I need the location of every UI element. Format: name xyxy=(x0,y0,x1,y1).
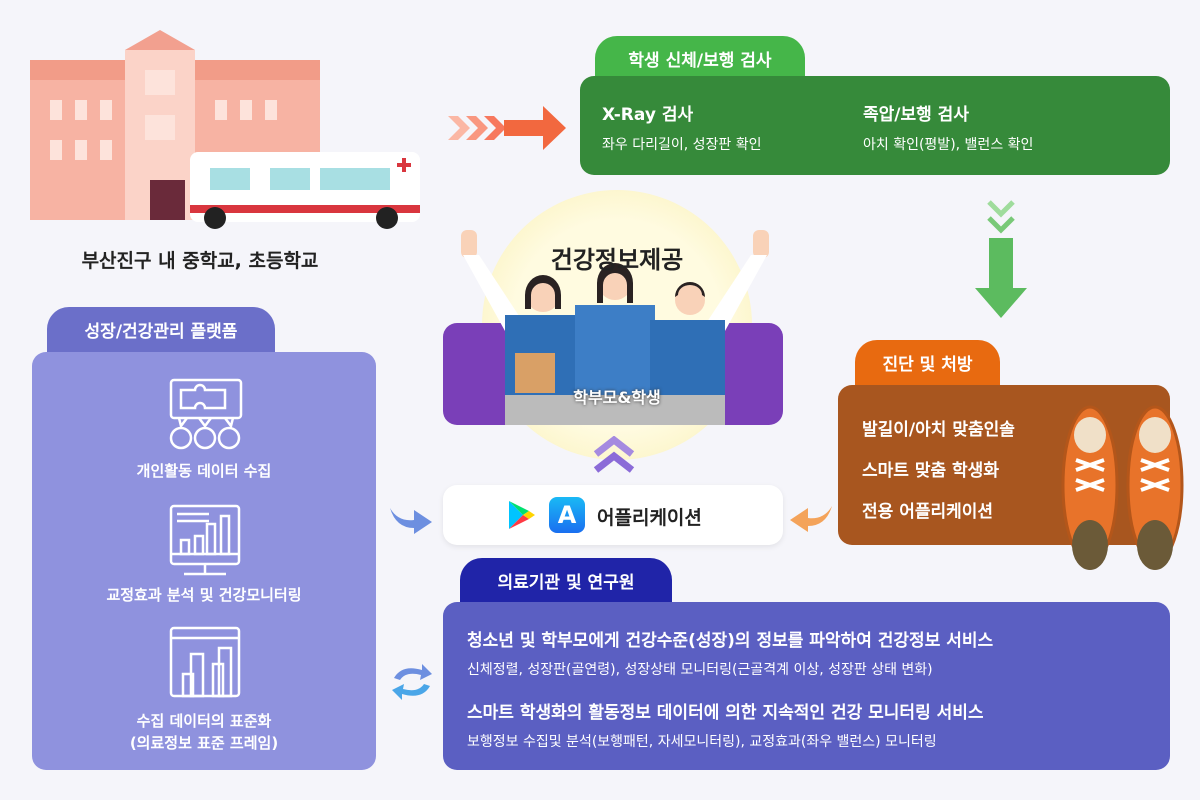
platform-item-label: 교정효과 분석 및 건강모니터링 xyxy=(106,586,302,604)
platform-box: 개인활동 데이터 수집 교정효과 분석 및 건강모니터링 수집 데이터의 표준화… xyxy=(32,352,376,770)
school-bus-icon xyxy=(30,30,420,229)
platform-tab: 성장/건강관리 플랫폼 xyxy=(47,307,275,357)
center-label: 학부모&학생 xyxy=(573,388,661,407)
puzzle-users-icon xyxy=(169,378,243,450)
exam-tab: 학생 신체/보행 검사 xyxy=(595,36,805,80)
up-chevrons-icon xyxy=(593,436,635,473)
medical-title: 스마트 학생화의 활동정보 데이터에 의한 지속적인 건강 모니터링 서비스 xyxy=(467,703,984,723)
center-title: 건강정보제공 xyxy=(550,246,684,274)
browser-chart-icon xyxy=(169,626,241,698)
medical-box: 청소년 및 학부모에게 건강수준(성장)의 정보를 파악하여 건강정보 서비스 … xyxy=(443,602,1170,770)
school-caption: 부산진구 내 중학교, 초등학교 xyxy=(81,250,319,272)
exam-desc: 아치 확인(평발), 밸런스 확인 xyxy=(863,137,1034,153)
diagnosis-item: 발길이/아치 맞춤인솔 xyxy=(862,420,1015,440)
blue-curved-arrow-icon xyxy=(390,508,432,534)
exam-box: X-Ray 검사 좌우 다리길이, 성장판 확인 족압/보행 검사 아치 확인(… xyxy=(580,76,1170,175)
right-arrow-icon xyxy=(448,106,566,150)
sync-arrows-icon xyxy=(392,664,432,700)
platform-item-label: 수집 데이터의 표준화 xyxy=(136,712,272,730)
diagnosis-item: 전용 어플리케이션 xyxy=(862,502,994,522)
school-illustration xyxy=(30,30,420,230)
app-store-icon: A xyxy=(549,497,585,533)
platform-item-sublabel: (의료정보 표준 프레임) xyxy=(129,734,279,752)
monitor-chart-icon xyxy=(169,504,241,576)
google-play-icon xyxy=(509,501,535,529)
exam-title: 족압/보행 검사 xyxy=(863,105,969,125)
medical-desc: 신체정렬, 성장판(골연령), 성장상태 모니터링(근골격계 이상, 성장판 상… xyxy=(467,662,933,678)
exam-title: X-Ray 검사 xyxy=(602,105,694,125)
medical-desc: 보행정보 수집및 분석(보행패턴, 자세모니터링), 교정효과(좌우 밸런스) … xyxy=(467,734,937,750)
medical-title: 청소년 및 학부모에게 건강수준(성장)의 정보를 파악하여 건강정보 서비스 xyxy=(467,631,994,651)
diagnosis-tab: 진단 및 처방 xyxy=(855,340,1000,388)
platform-item-label: 개인활동 데이터 수집 xyxy=(136,462,272,480)
down-arrow-icon xyxy=(975,200,1027,318)
shoes-icon xyxy=(1061,405,1184,570)
diagnosis-item: 스마트 맞춤 학생화 xyxy=(862,461,999,481)
orange-curved-arrow-icon xyxy=(790,506,832,532)
exam-desc: 좌우 다리길이, 성장판 확인 xyxy=(602,137,762,153)
app-box[interactable]: A 어플리케이션 xyxy=(443,485,783,545)
students-illustration xyxy=(461,230,769,425)
medical-tab: 의료기관 및 연구원 xyxy=(460,558,672,606)
app-label: 어플리케이션 xyxy=(597,507,702,529)
